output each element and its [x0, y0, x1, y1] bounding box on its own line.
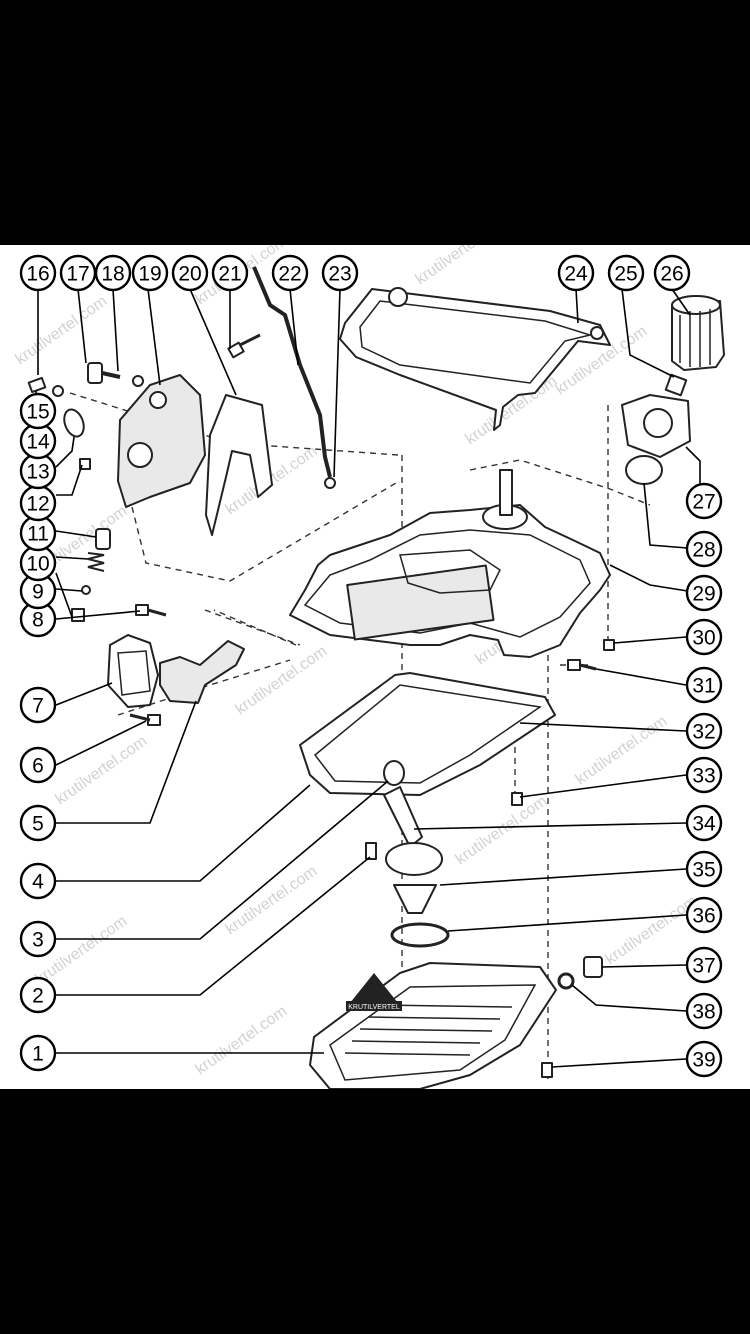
callout-number-8: 8 [32, 609, 44, 632]
callout-circle-21 [211, 254, 249, 292]
callout-number-33: 33 [692, 765, 715, 788]
callout-circle-19 [131, 254, 169, 292]
callout-number-35: 35 [692, 859, 715, 882]
upper-gasket [339, 288, 611, 431]
bottom-black-band [0, 1089, 750, 1334]
exploded-parts-diagram[interactable]: krutilvertel.com krutilvertel.com krutilve… [0, 245, 750, 1089]
callout-number-34: 34 [692, 813, 716, 836]
callout-circle-15 [19, 392, 57, 430]
watermark-text: krutilvertel.com [13, 293, 111, 369]
callout-circle-39 [685, 1040, 723, 1078]
lower-gasket [299, 672, 556, 796]
front-cover [117, 374, 206, 508]
callout-number-9: 9 [32, 581, 44, 604]
callout-circle-18 [94, 254, 132, 292]
callout-number-39: 39 [692, 1049, 715, 1072]
callout-circle-30 [685, 618, 723, 656]
diagram-canvas: krutilvertel.com krutilvertel.com krutilve… [13, 245, 725, 1089]
callout-number-11: 11 [27, 523, 49, 546]
callout-circle-22 [271, 254, 309, 292]
callout-circle-28 [685, 530, 723, 568]
callout-number-19: 19 [138, 263, 161, 286]
callout-number-10: 10 [26, 553, 49, 576]
callout-number-14: 14 [26, 431, 50, 454]
callout-number-24: 24 [564, 263, 588, 286]
lower-oil-pan [309, 962, 557, 1089]
callout-circle-29 [685, 574, 723, 612]
callout-number-7: 7 [32, 695, 44, 718]
callout-circle-34 [685, 804, 723, 842]
watermark-text: krutilvertel.com [453, 793, 551, 869]
callout-number-17: 17 [66, 263, 89, 286]
callout-number-23: 23 [328, 263, 351, 286]
callout-number-25: 25 [614, 263, 637, 286]
callout-circle-27 [685, 482, 723, 520]
callout-circle-20 [171, 254, 209, 292]
callout-circle-3 [19, 920, 57, 958]
logo-text: KRUTILVERTEL [348, 1004, 400, 1011]
callout-number-13: 13 [26, 461, 49, 484]
callout-number-21: 21 [218, 263, 241, 286]
callout-circle-24 [557, 254, 595, 292]
callout-number-2: 2 [32, 985, 44, 1008]
callout-circle-36 [685, 896, 723, 934]
callout-circle-35 [685, 850, 723, 888]
callout-number-37: 37 [692, 955, 715, 978]
callout-number-32: 32 [692, 721, 715, 744]
callout-number-12: 12 [26, 493, 49, 516]
callout-number-15: 15 [26, 401, 49, 424]
callout-circle-38 [685, 992, 723, 1030]
callout-number-20: 20 [178, 263, 201, 286]
site-logo [350, 973, 398, 1003]
callout-number-3: 3 [32, 929, 44, 952]
pickup-tube [383, 786, 423, 848]
callout-circle-7 [19, 686, 57, 724]
callout-number-22: 22 [278, 263, 301, 286]
callout-number-5: 5 [32, 813, 44, 836]
callout-number-4: 4 [32, 871, 44, 894]
callout-circle-23 [321, 254, 359, 292]
rear-gasket [205, 394, 273, 536]
oil-pump [159, 640, 245, 704]
callout-circle-16 [19, 254, 57, 292]
callout-circle-2 [19, 976, 57, 1014]
callout-circle-33 [685, 756, 723, 794]
callout-circle-31 [685, 666, 723, 704]
callout-number-27: 27 [692, 491, 715, 514]
callout-number-30: 30 [692, 627, 715, 650]
parts-drawing: KRUTILVERTEL [27, 266, 725, 1089]
watermark-text: krutilvertel.com [603, 893, 701, 969]
callout-circle-26 [653, 254, 691, 292]
watermark-text: krutilvertel.com [193, 1003, 291, 1079]
callout-number-29: 29 [692, 583, 715, 606]
callout-number-1: 1 [32, 1043, 44, 1066]
watermark-text: krutilvertel.com [573, 713, 671, 789]
oil-filter [671, 300, 725, 371]
top-black-band [0, 0, 750, 245]
watermark-text: krutilvertel.com [223, 863, 321, 939]
callout-circle-25 [607, 254, 645, 292]
callout-circle-4 [19, 862, 57, 900]
callout-number-38: 38 [692, 1001, 715, 1024]
dipstick [252, 266, 332, 478]
callout-number-6: 6 [32, 755, 44, 778]
callout-number-31: 31 [692, 675, 715, 698]
watermark-text: krutilvertel.com [53, 733, 151, 809]
callout-circle-6 [19, 746, 57, 784]
callout-number-16: 16 [26, 263, 49, 286]
callout-number-28: 28 [692, 539, 715, 562]
callout-number-36: 36 [692, 905, 715, 928]
callout-circle-1 [19, 1034, 57, 1072]
watermark-text: krutilvertel.com [413, 245, 511, 288]
callout-circle-32 [685, 712, 723, 750]
callout-number-18: 18 [101, 263, 124, 286]
leader-lines [35, 288, 701, 1068]
callout-number-26: 26 [660, 263, 683, 286]
callout-circle-5 [19, 804, 57, 842]
watermark-text: krutilvertel.com [233, 643, 331, 719]
callout-circle-37 [685, 946, 723, 984]
pump-cover [107, 634, 159, 708]
